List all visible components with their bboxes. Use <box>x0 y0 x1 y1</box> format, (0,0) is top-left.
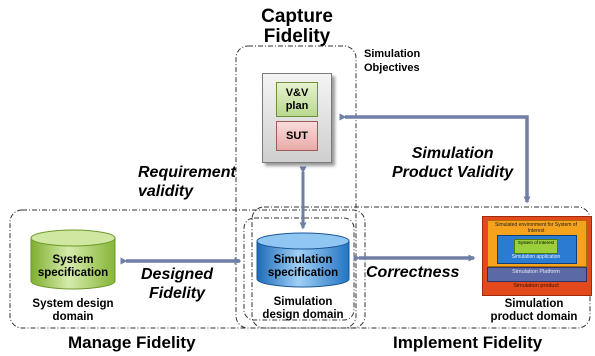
simulation-product-domain-label: Simulation product domain <box>490 298 578 323</box>
simulation-platform-label: Simulation Platform <box>512 269 560 275</box>
implement-fidelity-title: Implement Fidelity <box>393 333 543 352</box>
sut-box: SUT <box>276 121 318 151</box>
system-specification-text: System specification <box>37 254 109 279</box>
simulation-objectives-label: Simulation Objectives <box>364 48 421 74</box>
product-validity-arrow <box>339 113 531 204</box>
capture-fidelity-title: Capture Fidelity <box>261 6 333 47</box>
system-specification-cylinder <box>30 229 116 290</box>
manage-fidelity-title: Manage Fidelity <box>68 333 196 352</box>
simulation-platform-box <box>487 267 587 282</box>
simulation-specification-cylinder <box>256 232 350 288</box>
simulation-design-domain-label: Simulation design domain <box>262 296 344 321</box>
correctness-label: Correctness <box>366 264 460 281</box>
system-design-domain-label: System design domain <box>32 298 114 323</box>
system-of-interest-box: System of Interest <box>514 239 558 254</box>
designed-fidelity-label: Designed Fidelity <box>140 266 213 302</box>
simulated-environment-label: Simulated environment for System of Inte… <box>495 222 577 234</box>
requirement-validity-label: Requirement validity <box>138 164 236 200</box>
simulation-product-validity-label: Simulation Product Validity <box>392 145 514 181</box>
simulation-design-inner-region <box>243 217 355 321</box>
simulation-application-label: Simulation application <box>511 254 561 260</box>
manage-fidelity-region <box>9 209 366 329</box>
simulation-product-label: Simulation product <box>513 283 559 289</box>
simulation-specification-text: Simulation specification <box>267 254 339 279</box>
